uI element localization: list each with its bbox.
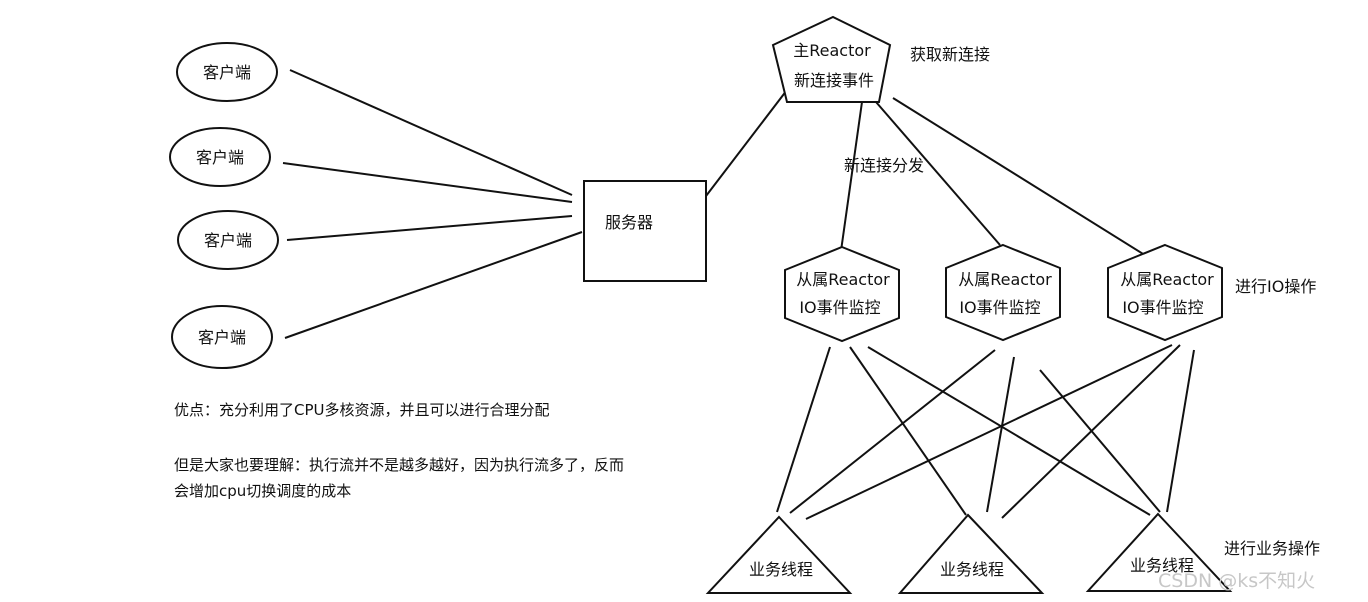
sub-reactor-line2: IO事件监控 — [1122, 298, 1203, 317]
client-label: 客户端 — [203, 63, 251, 82]
watermark: CSDN @ks不知火 — [1158, 570, 1316, 592]
worker-label: 业务线程 — [940, 560, 1004, 579]
edge-sub3-worker2 — [1001, 344, 1181, 519]
sub-reactor-line1: 从属Reactor — [796, 270, 890, 289]
sub-reactor-node: 从属Reactor IO事件监控 — [945, 243, 1061, 342]
client-label: 客户端 — [198, 328, 246, 347]
sub-reactor-line2: IO事件监控 — [959, 298, 1040, 317]
worker-label: 业务线程 — [1130, 556, 1194, 575]
sub-reactor-node: 从属Reactor IO事件监控 — [784, 245, 900, 343]
edge-main-sub2 — [875, 101, 1001, 246]
worker-node: 业务线程 — [1085, 512, 1233, 592]
server-label: 服务器 — [605, 213, 653, 232]
main-reactor-line1: 主Reactor — [793, 41, 871, 60]
client-label: 客户端 — [196, 148, 244, 167]
client-node: 客户端 — [176, 42, 278, 102]
edge-client1-server — [289, 69, 573, 196]
edge-sub3-worker3 — [1166, 349, 1195, 513]
pros-note: 优点：充分利用了CPU多核资源，并且可以进行合理分配 — [174, 401, 550, 419]
main-reactor-node: 主Reactor 新连接事件 — [771, 15, 892, 103]
worker-node: 业务线程 — [705, 515, 853, 594]
sub-reactor-node: 从属Reactor IO事件监控 — [1107, 243, 1223, 342]
sub-reactor-line2: IO事件监控 — [799, 298, 880, 317]
client-label: 客户端 — [204, 231, 252, 250]
client-node: 客户端 — [171, 305, 273, 369]
edge-server-main-reactor — [705, 85, 791, 197]
edge-sub1-worker1 — [776, 346, 831, 513]
client-node: 客户端 — [169, 127, 271, 187]
server-node: 服务器 — [583, 180, 707, 282]
edge-sub2-worker3 — [1039, 369, 1161, 513]
client-node: 客户端 — [177, 210, 279, 270]
edge-client3-server — [286, 215, 573, 241]
edge-main-sub3 — [892, 97, 1149, 258]
edge-client4-server — [284, 231, 583, 339]
label-dispatch: 新连接分发 — [844, 156, 924, 175]
sub-reactor-line1: 从属Reactor — [1120, 270, 1214, 289]
edge-sub1-worker2 — [849, 346, 967, 516]
edge-sub3-worker1 — [805, 344, 1173, 520]
label-get-new-conn: 获取新连接 — [910, 45, 990, 64]
cons-note-line1: 但是大家也要理解：执行流并不是越多越好，因为执行流多了，反而 — [174, 456, 625, 474]
sub-reactor-line1: 从属Reactor — [958, 270, 1052, 289]
label-biz-ops: 进行业务操作 — [1224, 539, 1320, 558]
edge-client2-server — [282, 162, 573, 203]
worker-node: 业务线程 — [897, 513, 1045, 594]
edge-main-sub1 — [839, 101, 863, 259]
label-io-ops: 进行IO操作 — [1235, 277, 1316, 296]
main-reactor-line2: 新连接事件 — [794, 71, 874, 90]
edge-sub2-worker2 — [986, 356, 1015, 513]
cons-note-line2: 会增加cpu切换调度的成本 — [174, 482, 352, 500]
worker-label: 业务线程 — [749, 560, 813, 579]
edge-sub1-worker3 — [867, 346, 1151, 516]
edge-sub2-worker1 — [789, 349, 996, 514]
